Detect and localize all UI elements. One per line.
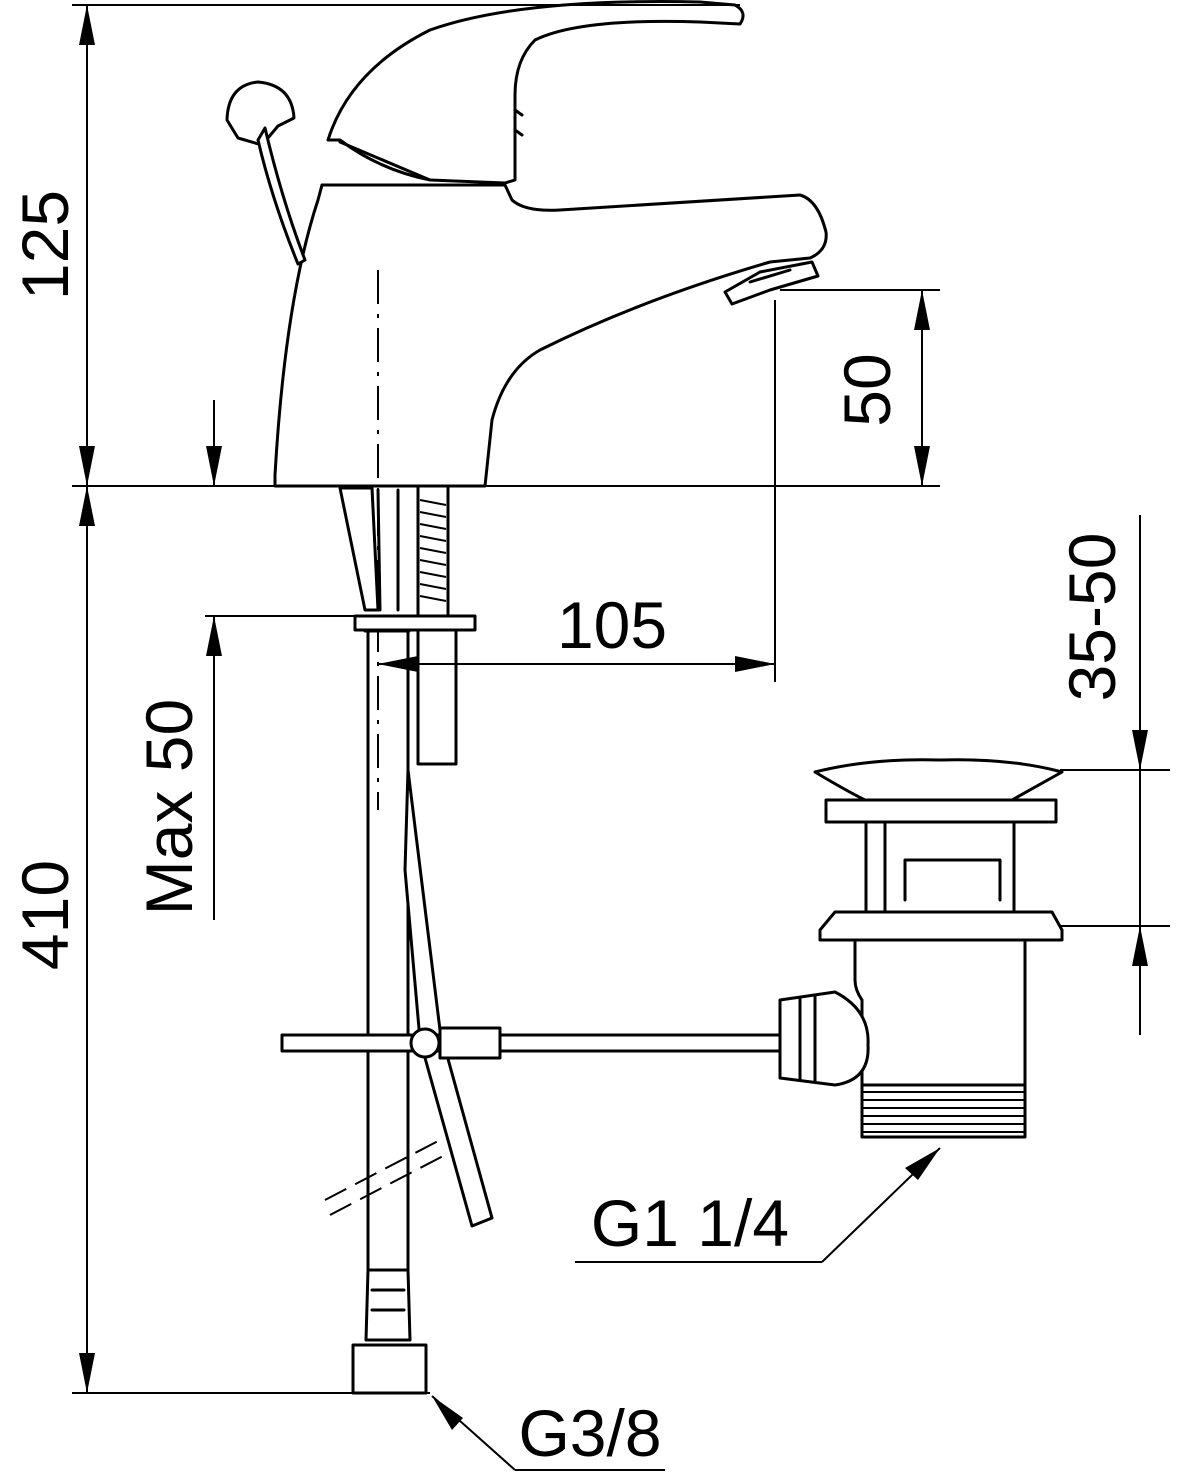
dim-410-label: 410 — [8, 860, 82, 970]
dimension-lines — [72, 4, 1170, 1471]
faucet-body — [273, 183, 828, 488]
linkage-rod — [280, 1026, 804, 1060]
drain-assembly — [778, 758, 1064, 1139]
dim-max50-label: Max 50 — [132, 699, 206, 915]
thread-g38-label: G3/8 — [518, 1396, 661, 1470]
thread-g1-label: G1 1/4 — [591, 1186, 789, 1260]
pop-up-knob — [225, 80, 307, 266]
mounting-stud — [353, 484, 477, 766]
aerator — [723, 260, 820, 306]
faucet-lever — [326, 0, 745, 185]
dim-50-label: 50 — [830, 353, 904, 426]
dim-105-label: 105 — [557, 588, 667, 662]
dim-125-label: 125 — [8, 190, 82, 300]
dim-35-50-label: 35-50 — [1055, 533, 1129, 702]
